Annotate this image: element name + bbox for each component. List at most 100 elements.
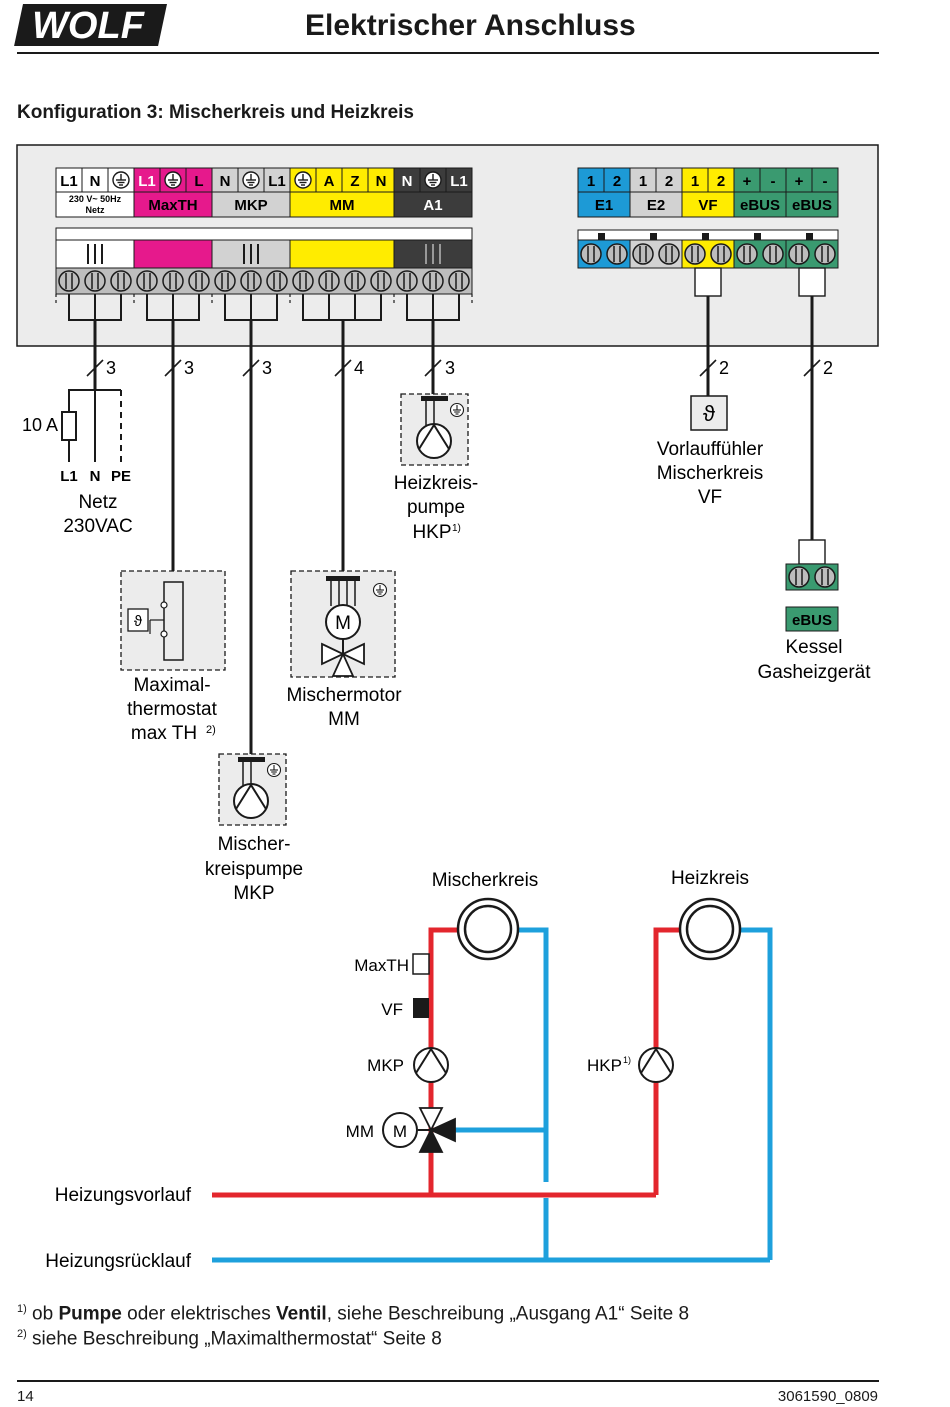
hydraulic-hkp-footnote-mark: 1) [623, 1055, 631, 1065]
mains-l1: L1 [60, 468, 78, 485]
maxth-label-1: Maximal- [133, 675, 210, 696]
a1-group-label: A1 [423, 197, 442, 214]
heating-pump-hkp: Heizkreis- pumpe HKP 1) [394, 393, 478, 543]
hydraulic-mkp-label: MKP [367, 1056, 404, 1075]
hkp-label-3: HKP [412, 522, 451, 543]
mm-label-2: MM [328, 709, 360, 730]
maxth-group-label: MaxTH [148, 197, 197, 214]
pump-icon [233, 783, 269, 819]
boiler-label-1: Kessel [785, 637, 842, 658]
pin-mkp-n: N [220, 173, 231, 190]
config-title: Konfiguration 3: Mischerkreis und Heizkr… [17, 102, 414, 123]
pin-vf-2: 2 [717, 173, 725, 190]
wire-count-mkp: 3 [262, 358, 272, 378]
radiator-mischerkreis-icon [456, 897, 520, 961]
valve-icon [321, 642, 346, 666]
pin-netz-n: N [90, 173, 101, 190]
cables [93, 296, 814, 760]
pin-netz-l1: L1 [60, 173, 78, 190]
hydraulic-vf-label: VF [381, 1000, 403, 1019]
pin-e1-1: 1 [587, 173, 595, 190]
footnote-1-mark: 1) [17, 1303, 27, 1315]
footnote-1-text-e: , siehe Beschreibung „Ausgang A1“ Seite … [326, 1303, 690, 1325]
ebus-badge: eBUS [792, 612, 832, 629]
hydraulic-scheme: Mischerkreis Heizkreis MaxTH VF MKP HKP … [45, 868, 773, 1272]
hkp-footnote-mark: 1) [452, 523, 461, 534]
pin-ebus2-minus: - [823, 173, 828, 190]
hydraulic-maxth-label: MaxTH [354, 956, 409, 975]
maxth-footnote-mark: 2) [206, 724, 216, 736]
pin-e2-1: 1 [639, 173, 647, 190]
footnote-1-pumpe: Pumpe [58, 1303, 122, 1325]
mixing-valve-icon [418, 1107, 444, 1133]
pin-e2-2: 2 [665, 173, 673, 190]
footnote-1: 1) ob Pumpe oder elektrisches Ventil, si… [17, 1303, 689, 1325]
maxth-sensor-icon [412, 953, 430, 975]
earth-icon [266, 762, 282, 778]
pin-a1-n: N [402, 173, 413, 190]
terminal-strip-right: 1 2 1 2 1 2 + - + - E1 E2 VF eBUS eBUS [577, 167, 839, 297]
mischerkreis-label: Mischerkreis [432, 870, 539, 891]
wire-count-ebus: 2 [823, 358, 833, 378]
document-number: 3061590_0809 [777, 1388, 878, 1405]
pin-ebus2-plus: + [795, 173, 804, 190]
fuse-label: 10 A [22, 415, 58, 435]
wire-count-a1: 3 [445, 358, 455, 378]
vf-label-1: Vorlauffühler [657, 439, 764, 460]
vf-label-2: Mischerkreis [657, 463, 764, 484]
hkp-pump-icon [638, 1047, 674, 1083]
pin-mm-a: A [324, 173, 335, 190]
supply-pipes [212, 927, 682, 1198]
earth-icon [112, 171, 130, 189]
radiator-heizkreis-icon [678, 897, 742, 961]
earth-icon [164, 171, 182, 189]
earth-icon [242, 171, 260, 189]
wire-count-netz: 3 [106, 358, 116, 378]
earth-icon [424, 171, 442, 189]
temperature-sensor-icon: ϑ [703, 401, 715, 426]
mm-label-1: Mischermotor [286, 685, 402, 706]
return-pipes [212, 927, 773, 1263]
terminal-strip-left: L1 N L1 L N L1 A Z N N L1 230 V~ 50Hz Ne… [55, 167, 473, 306]
heizkreis-label: Heizkreis [671, 868, 749, 889]
wire-count-mm: 4 [354, 358, 364, 378]
footnote-1-text-c: oder elektrisches [121, 1303, 277, 1325]
mains-voltage: 230VAC [63, 516, 132, 537]
fuse-icon [61, 411, 77, 441]
flow-line-label: Heizungsvorlauf [55, 1185, 192, 1206]
netz-group-label: Netz [85, 205, 105, 215]
mkp-group-label: MKP [234, 197, 267, 214]
page-title: Elektrischer Anschluss [305, 9, 636, 42]
wolf-logo: WOLF [14, 4, 167, 47]
maxth-label-2: thermostat [127, 699, 217, 720]
pin-e1-2: 2 [613, 173, 621, 190]
ebus2-group-label: eBUS [792, 197, 832, 214]
mains-supply: 10 A L1 N PE Netz 230VAC [22, 389, 133, 537]
temperature-sensor-icon: ϑ [134, 613, 143, 630]
pin-maxth-l1: L1 [138, 173, 156, 190]
footnote-2-text: siehe Beschreibung „Maximalthermostat“ S… [26, 1328, 442, 1350]
ebus1-group-label: eBUS [740, 197, 780, 214]
pin-vf-1: 1 [691, 173, 699, 190]
hydraulic-mm-label: MM [346, 1122, 374, 1141]
pin-mkp-l1: L1 [268, 173, 286, 190]
mixer-circuit-pump-mkp: Mischer- kreispumpe MKP [205, 753, 303, 904]
footnote-1-text-a: ob [26, 1303, 59, 1325]
earth-icon [294, 171, 312, 189]
mains-n: N [90, 468, 101, 485]
max-thermostat: ϑ Maximal- thermostat max TH 2) [120, 570, 226, 744]
mkp-label-1: Mischer- [218, 834, 291, 855]
vf-sensor-icon [413, 998, 429, 1018]
pin-mm-n: N [376, 173, 387, 190]
pin-mm-z: Z [350, 173, 359, 190]
footnote-2: 2) siehe Beschreibung „Maximalthermostat… [17, 1328, 442, 1350]
e1-group-label: E1 [595, 197, 613, 214]
vf-label-3: VF [698, 487, 722, 508]
maxth-label-3: max TH [131, 723, 197, 744]
mm-group-label: MM [330, 197, 355, 214]
pin-a1-l1: L1 [450, 173, 468, 190]
mkp-pump-icon [413, 1047, 449, 1083]
mkp-label-3: MKP [233, 883, 274, 904]
return-line-label: Heizungsrücklauf [45, 1251, 191, 1272]
